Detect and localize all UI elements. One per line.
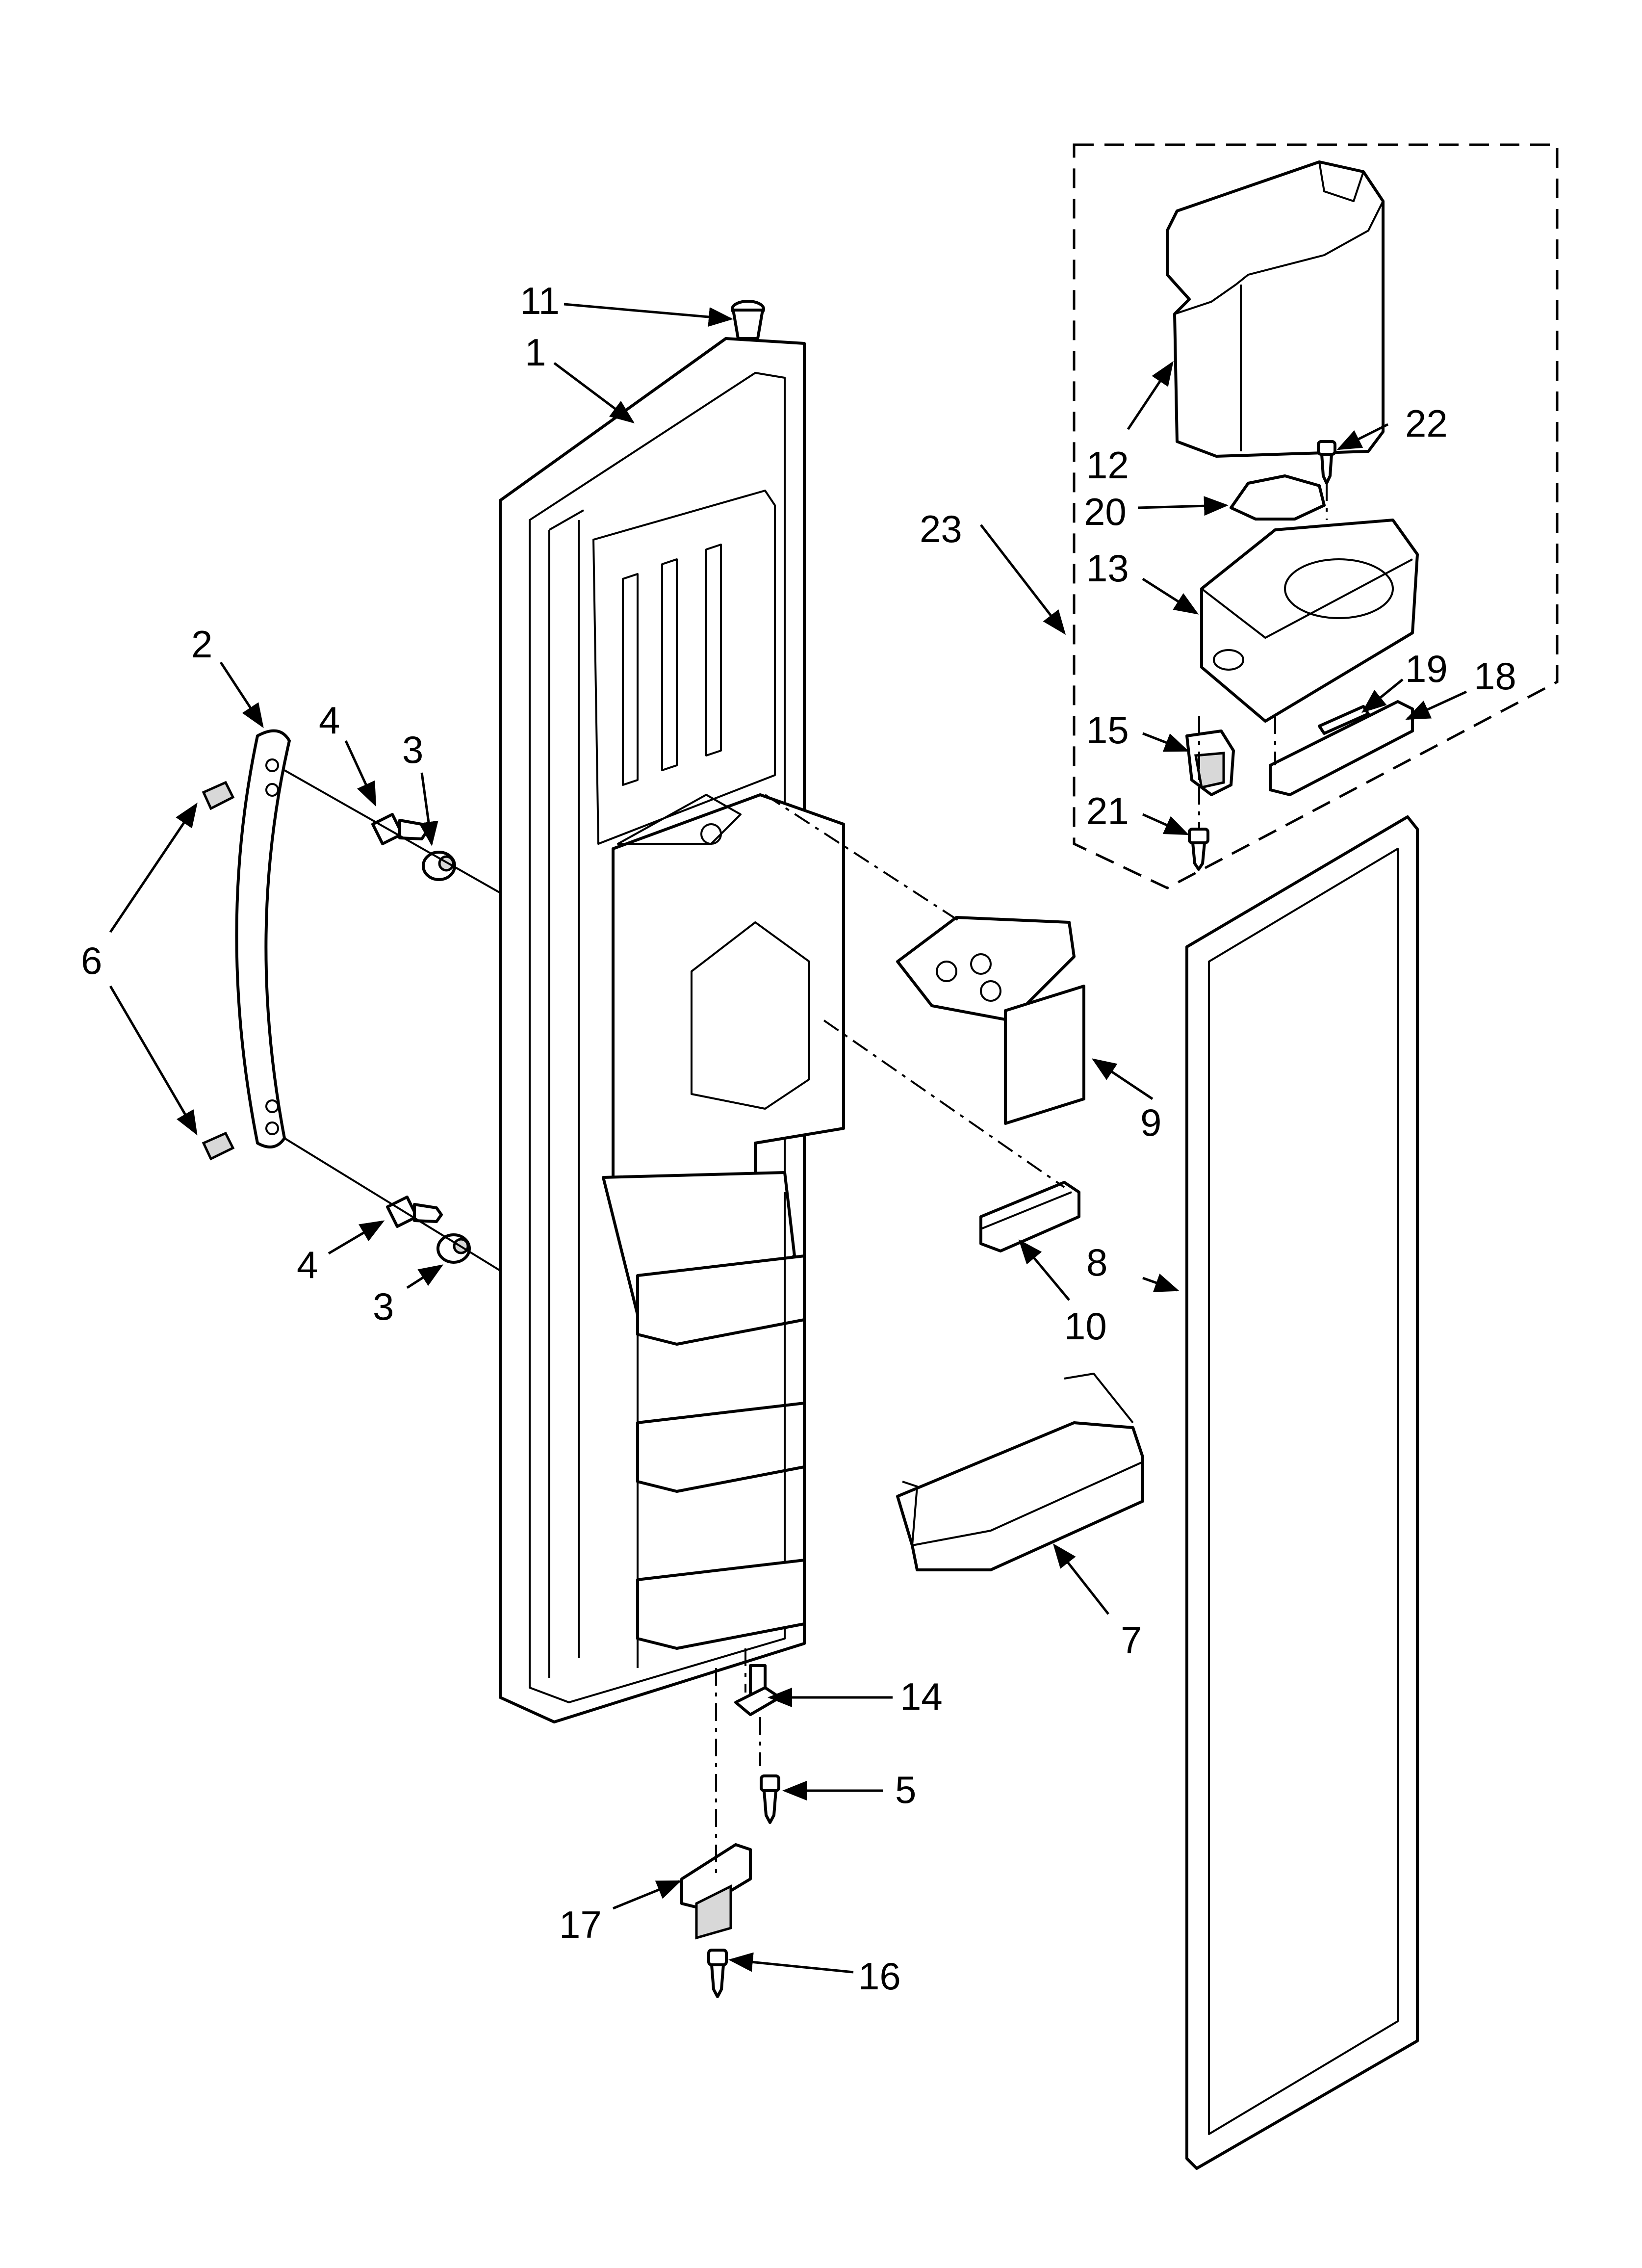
auger-housing-13-part[interactable] (1200, 519, 1419, 723)
set-screw-6-upper[interactable] (202, 781, 235, 810)
handle-screw-4-lower[interactable] (386, 1196, 443, 1228)
dispenser-alignment-line (823, 1019, 1065, 1188)
hinge-pin-bracket-14-part[interactable] (734, 1664, 781, 1716)
callout-1: 1 (525, 331, 546, 374)
callout-13: 13 (1086, 547, 1129, 590)
callout-4-upper: 4 (319, 699, 340, 742)
dispenser-alignment-line (764, 794, 962, 923)
callout-15: 15 (1086, 708, 1129, 752)
handle-screw-4-upper[interactable] (371, 813, 428, 845)
callout-12: 12 (1086, 443, 1129, 487)
callout-20: 20 (1084, 490, 1127, 533)
callout-21: 21 (1086, 789, 1129, 833)
callout-16: 16 (858, 1955, 901, 1998)
ice-bucket-assembly-group-outline (1073, 143, 1559, 889)
callout-18: 18 (1474, 654, 1516, 698)
callout-6: 6 (81, 939, 102, 982)
callout-3-lower: 3 (373, 1285, 394, 1328)
callout-17: 17 (559, 1903, 602, 1946)
callout-19: 19 (1405, 647, 1448, 690)
spacer-3-upper[interactable] (422, 851, 456, 881)
callout-23: 23 (920, 507, 962, 550)
screw-5-part[interactable] (760, 1774, 780, 1824)
callout-14: 14 (900, 1675, 943, 1718)
cover-9-part[interactable] (896, 916, 1085, 1125)
handle-mount-line-upper (284, 769, 501, 894)
rail-10-part[interactable] (979, 1181, 1080, 1252)
callout-10: 10 (1064, 1304, 1107, 1348)
callout-4-lower: 4 (297, 1243, 318, 1286)
door-gasket-8-part[interactable] (1185, 815, 1419, 2170)
callout-22: 22 (1405, 402, 1448, 445)
callout-5: 5 (895, 1768, 916, 1811)
bracket-18-part[interactable] (1269, 700, 1414, 796)
callout-8: 8 (1086, 1241, 1107, 1284)
callout-9: 9 (1140, 1101, 1161, 1144)
screw-16-part[interactable] (707, 1949, 728, 1998)
door-bin-7-part[interactable] (896, 1373, 1144, 1571)
handle-mount-line-lower (283, 1137, 501, 1272)
cover-20-part[interactable] (1230, 474, 1326, 521)
door-handle-part[interactable] (235, 729, 291, 1148)
paddle-15-part[interactable] (1185, 730, 1235, 796)
callout-2: 2 (191, 623, 212, 666)
ice-bucket-part[interactable] (1166, 160, 1385, 458)
screw-21-part[interactable] (1188, 828, 1209, 871)
callout-7: 7 (1121, 1618, 1142, 1662)
callout-3-upper: 3 (402, 728, 423, 771)
spring-19-part[interactable] (1318, 705, 1370, 735)
hinge-17-part[interactable] (680, 1843, 752, 1940)
plug-11-part[interactable] (731, 300, 765, 340)
callout-arrows (109, 303, 1467, 1974)
freezer-door-part[interactable] (499, 337, 845, 1723)
callout-11: 11 (520, 279, 560, 322)
screw-22-part[interactable] (1317, 440, 1336, 485)
set-screw-6-lower[interactable] (202, 1131, 235, 1161)
